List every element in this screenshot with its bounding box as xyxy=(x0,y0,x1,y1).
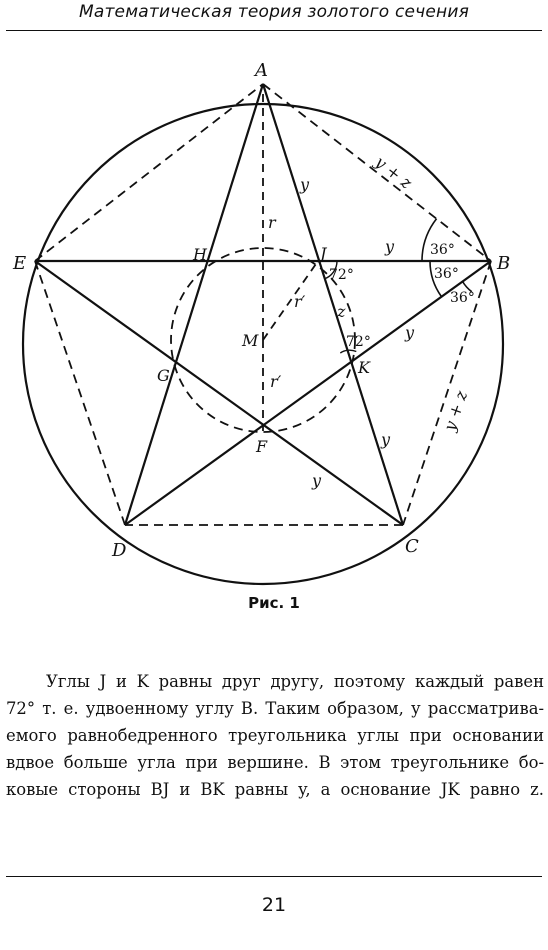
point-label-h: H xyxy=(192,245,208,264)
body-line: 72° т. е. удвоенному углу B. Таким образ… xyxy=(6,699,544,718)
point-label-k: K xyxy=(357,358,371,377)
segment-label-fc: y xyxy=(311,471,322,490)
point-label-b: B xyxy=(496,253,510,274)
running-title: Математическая теория золотого сечения xyxy=(78,2,470,22)
segment-label-ma: r xyxy=(268,213,277,232)
angle-label-b1: 36° xyxy=(430,242,455,258)
segment-label-kc: y xyxy=(380,430,391,449)
pentagram xyxy=(34,83,492,526)
segment-label-ab: y + z xyxy=(371,152,416,193)
radii-dashed xyxy=(262,84,319,431)
angle-label-b2: 36° xyxy=(434,266,459,282)
figure-caption: Рис. 1 xyxy=(248,594,300,612)
pentagram-figure: A B C D E H J M G K F y y y y y z r r′ r… xyxy=(12,60,510,586)
point-label-j: J xyxy=(317,244,328,263)
body-line: вдвое больше угла при вершине. В этом тр… xyxy=(6,753,544,772)
point-label-a: A xyxy=(253,60,268,81)
angle-arc-j xyxy=(323,260,338,280)
segment-label-bc: y + z xyxy=(439,388,471,434)
angle-label-b3: 36° xyxy=(450,290,475,306)
segment-label-jb: y xyxy=(384,237,395,256)
angle-label-j: 72° xyxy=(329,267,354,283)
point-label-m: M xyxy=(241,331,259,350)
point-label-c: C xyxy=(405,536,419,557)
segment-label-mf: r′ xyxy=(270,372,282,391)
body-line: ковые стороны BJ и BK равны y, а основан… xyxy=(6,780,544,799)
body-line: емого равнобедренного треугольника углы … xyxy=(6,726,544,745)
body-paragraph: Углы J и K равны друг другу, поэтому каж… xyxy=(6,668,544,803)
page-number: 21 xyxy=(261,894,287,916)
circumcircle xyxy=(21,102,505,586)
footer-rule xyxy=(6,876,542,877)
angle-arc-k xyxy=(339,349,357,354)
angle-label-k: 72° xyxy=(346,334,371,350)
angle-arcs-b xyxy=(421,218,473,297)
point-label-e: E xyxy=(12,253,26,274)
segment-label-bk: y xyxy=(404,323,415,342)
point-label-f: F xyxy=(255,437,268,456)
point-label-d: D xyxy=(111,540,127,561)
inscribed-circle xyxy=(170,247,356,433)
segment-label-aj: y xyxy=(299,175,310,194)
body-line: Углы J и K равны друг другу, поэтому каж… xyxy=(46,672,544,691)
header-rule xyxy=(6,30,542,31)
segment-label-mj: r′ xyxy=(294,292,306,311)
point-label-g: G xyxy=(157,366,170,385)
segment-label-jk: z xyxy=(336,302,346,321)
pentagon-dashed xyxy=(34,83,492,526)
